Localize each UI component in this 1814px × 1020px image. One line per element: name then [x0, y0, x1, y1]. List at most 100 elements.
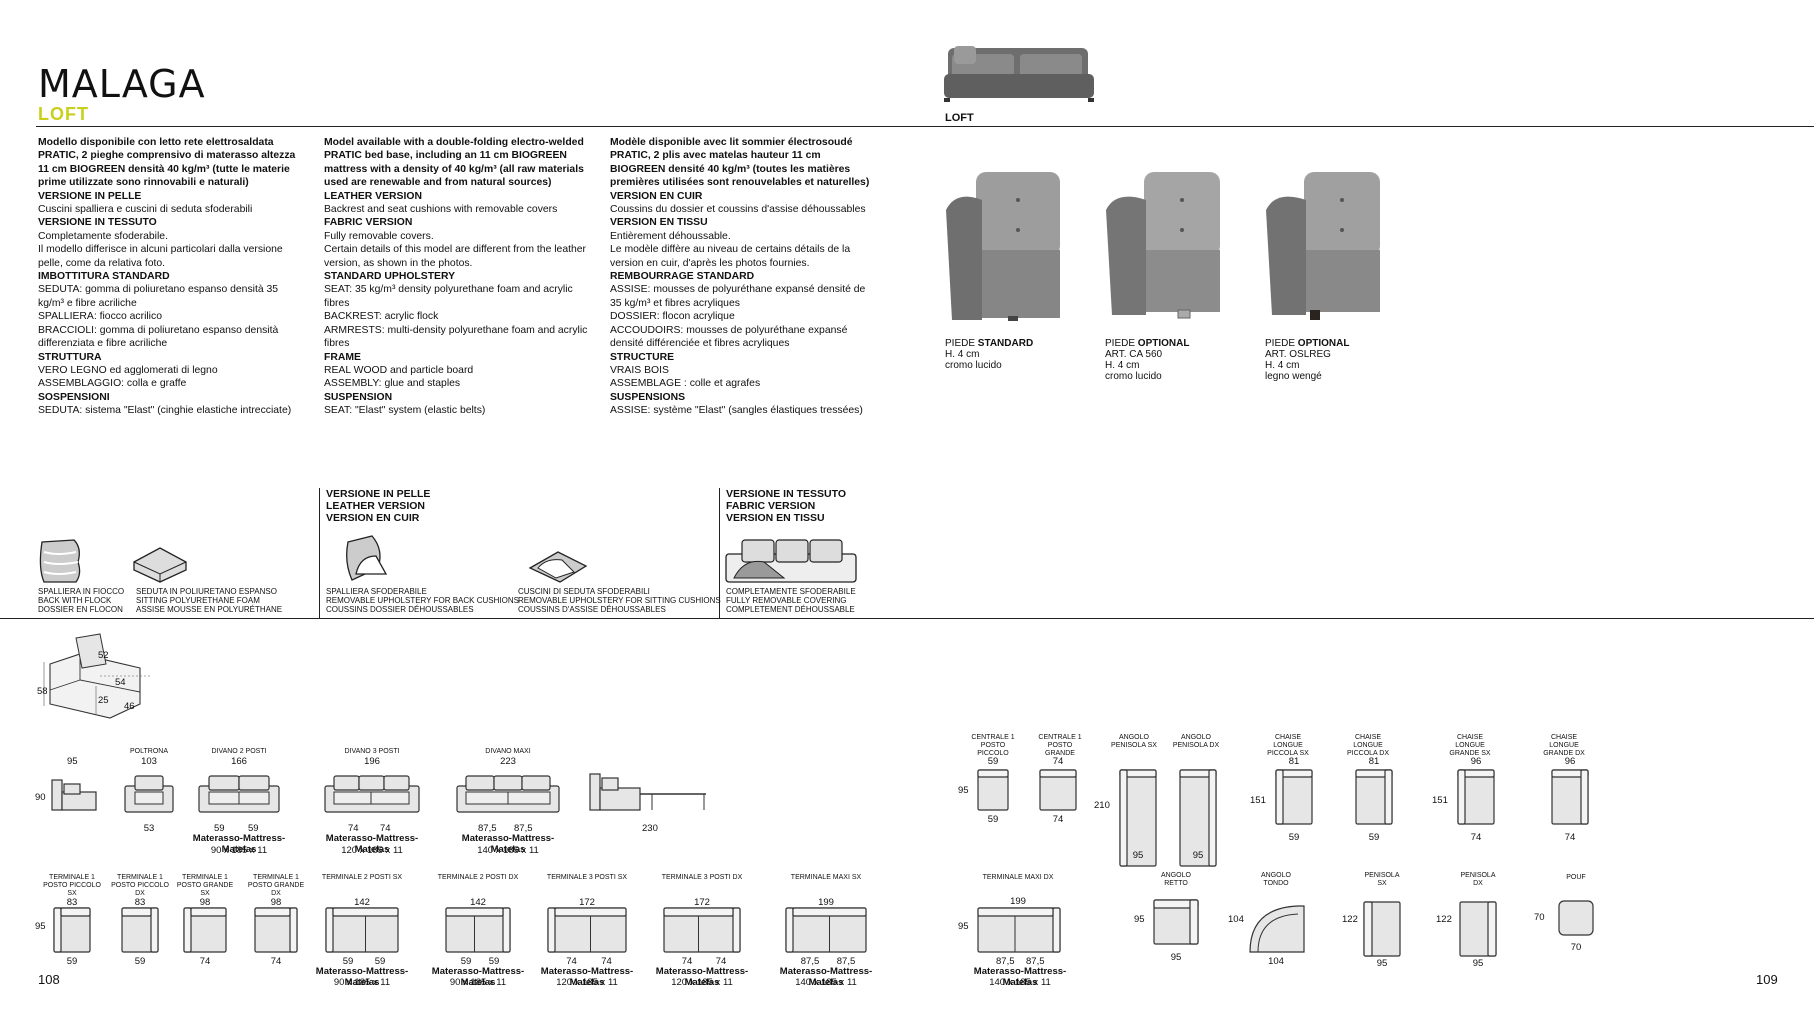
rrow2-maxi-width: 199 — [1010, 896, 1026, 907]
rrow1-2-height: 210 — [1094, 800, 1110, 811]
rrow1-4-seat: 59 — [1288, 832, 1300, 843]
text-fr-9: ACCOUDOIRS: mousses de polyuréthane expa… — [610, 324, 848, 350]
text-it-2: Cuscini spalliera e cuscini di seduta sf… — [38, 204, 253, 216]
rrow1-0-seat: 59 — [987, 814, 999, 825]
rrow1-1-label: CENTRALE 1 POSTO GRANDE — [1038, 734, 1082, 757]
foot-optional-oslreg-caption: PIEDE OPTIONAL ART. OSLREG H. 4 cm legno… — [1265, 338, 1350, 382]
text-fr-4: Entièrement déhoussable. — [610, 230, 731, 242]
text-it-1: VERSIONE IN PELLE — [38, 190, 142, 202]
row2-5-plan — [445, 907, 511, 953]
row2-0-label: TERMINALE 1 POSTO PICCOLO SX — [43, 874, 101, 897]
seat-foam-icon — [133, 547, 187, 583]
text-en-7: SEAT: 35 kg/m³ density polyurethane foam… — [324, 284, 573, 309]
rrow1-2-plan — [1119, 769, 1157, 867]
text-fr-8: DOSSIER: flocon acrylique — [610, 311, 735, 323]
text-en-1: LEATHER VERSION — [324, 190, 422, 202]
rrow2-retto-bottom: 95 — [1170, 952, 1182, 963]
rrow1-4-width: 81 — [1288, 756, 1300, 767]
foot-optional-oslreg-photo — [1266, 172, 1380, 320]
text-fr-12: ASSEMBLAGE : colle et agrafes — [610, 378, 761, 390]
text-it-4: Completamente sfoderabile. — [38, 230, 168, 242]
divano-3-width: 196 — [364, 756, 380, 767]
row2-2-seat: 74 — [199, 956, 211, 967]
foot-standard-caption: PIEDE STANDARD H. 4 cm cromo lucido — [945, 338, 1034, 371]
text-fr-5: Le modèle diffère au niveau de certains … — [610, 244, 851, 269]
row2-6-mattress-size: 120 x 185 x 11 — [556, 977, 618, 988]
divano-2-mattress-label: Materasso-Mattress-Matelas — [192, 833, 286, 855]
row2-2-label: TERMINALE 1 POSTO GRANDE SX — [176, 874, 234, 897]
row2-8-seat-1: 87,5 — [800, 956, 820, 967]
divano-2-seat-2: 59 — [248, 823, 259, 834]
divano-maxi-label: DIVANO MAXI — [485, 748, 531, 755]
poltrona-width: 103 — [141, 756, 157, 767]
rrow2-tondo-label: ANGOLO TONDO — [1261, 872, 1291, 887]
divano-3-mattress-size: 120 x 185 x 11 — [341, 845, 403, 856]
rrow1-4-height: 151 — [1250, 795, 1266, 806]
divano-3-front — [324, 775, 420, 813]
text-it-0: Modello disponibile con letto rete elett… — [38, 137, 296, 189]
divano-3-seat-2: 74 — [380, 823, 391, 834]
rrow2-pen-sx-side: 122 — [1342, 914, 1358, 925]
row2-1-width: 83 — [134, 897, 146, 908]
rrow2-pen-dx-side: 122 — [1436, 914, 1452, 925]
rrow1-4-label: CHAISE LONGUE PICCOLA SX — [1267, 734, 1309, 757]
text-column-en: Model available with a double-folding el… — [324, 136, 589, 418]
rrow1-6-width: 96 — [1470, 756, 1482, 767]
page-number-left: 108 — [38, 972, 60, 987]
row2-4-width: 142 — [354, 897, 370, 908]
row2-5-mattress-label: Materasso-Mattress-Matelas — [431, 966, 525, 988]
rrow1-2-label: ANGOLO PENISOLA SX — [1111, 734, 1157, 749]
back-flock-icon — [39, 539, 81, 583]
page-number-right: 109 — [1756, 972, 1778, 987]
row2-5-label: TERMINALE 2 POSTI DX — [437, 874, 519, 881]
armchair-section-drawing — [43, 633, 150, 719]
row2-depth: 95 — [35, 921, 46, 932]
foot-standard-photo — [946, 172, 1060, 321]
rrow1-7-seat: 74 — [1564, 832, 1576, 843]
row2-4-mattress-label: Materasso-Mattress-Matelas — [315, 966, 409, 988]
row2-5-seat-2: 59 — [488, 956, 500, 967]
row2-3-plan — [254, 907, 298, 953]
rrow1-4-plan — [1275, 769, 1313, 825]
rrow2-maxi-mattress-size: 140 x 185 x 11 — [989, 977, 1051, 988]
rrow1-6-seat: 74 — [1470, 832, 1482, 843]
bed-length: 230 — [642, 823, 658, 834]
row2-0-seat: 59 — [66, 956, 78, 967]
photo-caption: LOFT — [945, 112, 974, 124]
poltrona-seat: 53 — [143, 823, 155, 834]
rrow2-maxi-seat-1: 87,5 — [996, 956, 1015, 967]
page-subtitle: LOFT — [38, 104, 89, 124]
side-height: 90 — [35, 792, 46, 803]
text-en-4: Fully removable covers. — [324, 230, 434, 242]
text-it-12: ASSEMBLAGGIO: colla e graffe — [38, 378, 187, 390]
row2-1-plan — [121, 907, 159, 953]
rrow1-7-label: CHAISE LONGUE GRANDE DX — [1543, 734, 1585, 757]
rrow1-3-label: ANGOLO PENISOLA DX — [1172, 734, 1220, 749]
row2-5-width: 142 — [470, 897, 486, 908]
text-it-6: IMBOTTITURA STANDARD — [38, 271, 170, 283]
rrow1-5-width: 81 — [1368, 756, 1380, 767]
rrow2-maxi-depth: 95 — [958, 921, 969, 932]
rrow1-7-plan — [1551, 769, 1589, 825]
rrow1-0-label: CENTRALE 1 POSTO PICCOLO — [971, 734, 1015, 757]
poltrona-front — [124, 775, 174, 813]
leather-version-header: VERSIONE IN PELLE LEATHER VERSION VERSIO… — [326, 488, 431, 524]
back-removable-icon — [346, 535, 388, 581]
side-width: 95 — [67, 756, 78, 767]
divano-maxi-seat-1: 87,5 — [478, 823, 497, 834]
divano-maxi-seat-2: 87,5 — [514, 823, 533, 834]
text-fr-6: REMBOURRAGE STANDARD — [610, 271, 755, 283]
side-view-drawing — [51, 779, 97, 811]
row2-8-mattress-label: Materasso-Mattress-Matelas — [779, 966, 873, 988]
row2-4-seat-1: 59 — [342, 956, 354, 967]
rrow1-3-width: 95 — [1192, 850, 1204, 861]
bed-open-side-drawing — [589, 773, 706, 811]
text-it-7: SEDUTA: gomma di poliuretano espanso den… — [38, 284, 279, 309]
row2-7-mattress-size: 120 x 185 x 11 — [671, 977, 733, 988]
row2-4-seat-2: 59 — [374, 956, 386, 967]
text-fr-3: VERSION EN TISSU — [610, 217, 708, 229]
rrow1-0-plan — [977, 769, 1009, 811]
row2-5-seat-1: 59 — [460, 956, 472, 967]
